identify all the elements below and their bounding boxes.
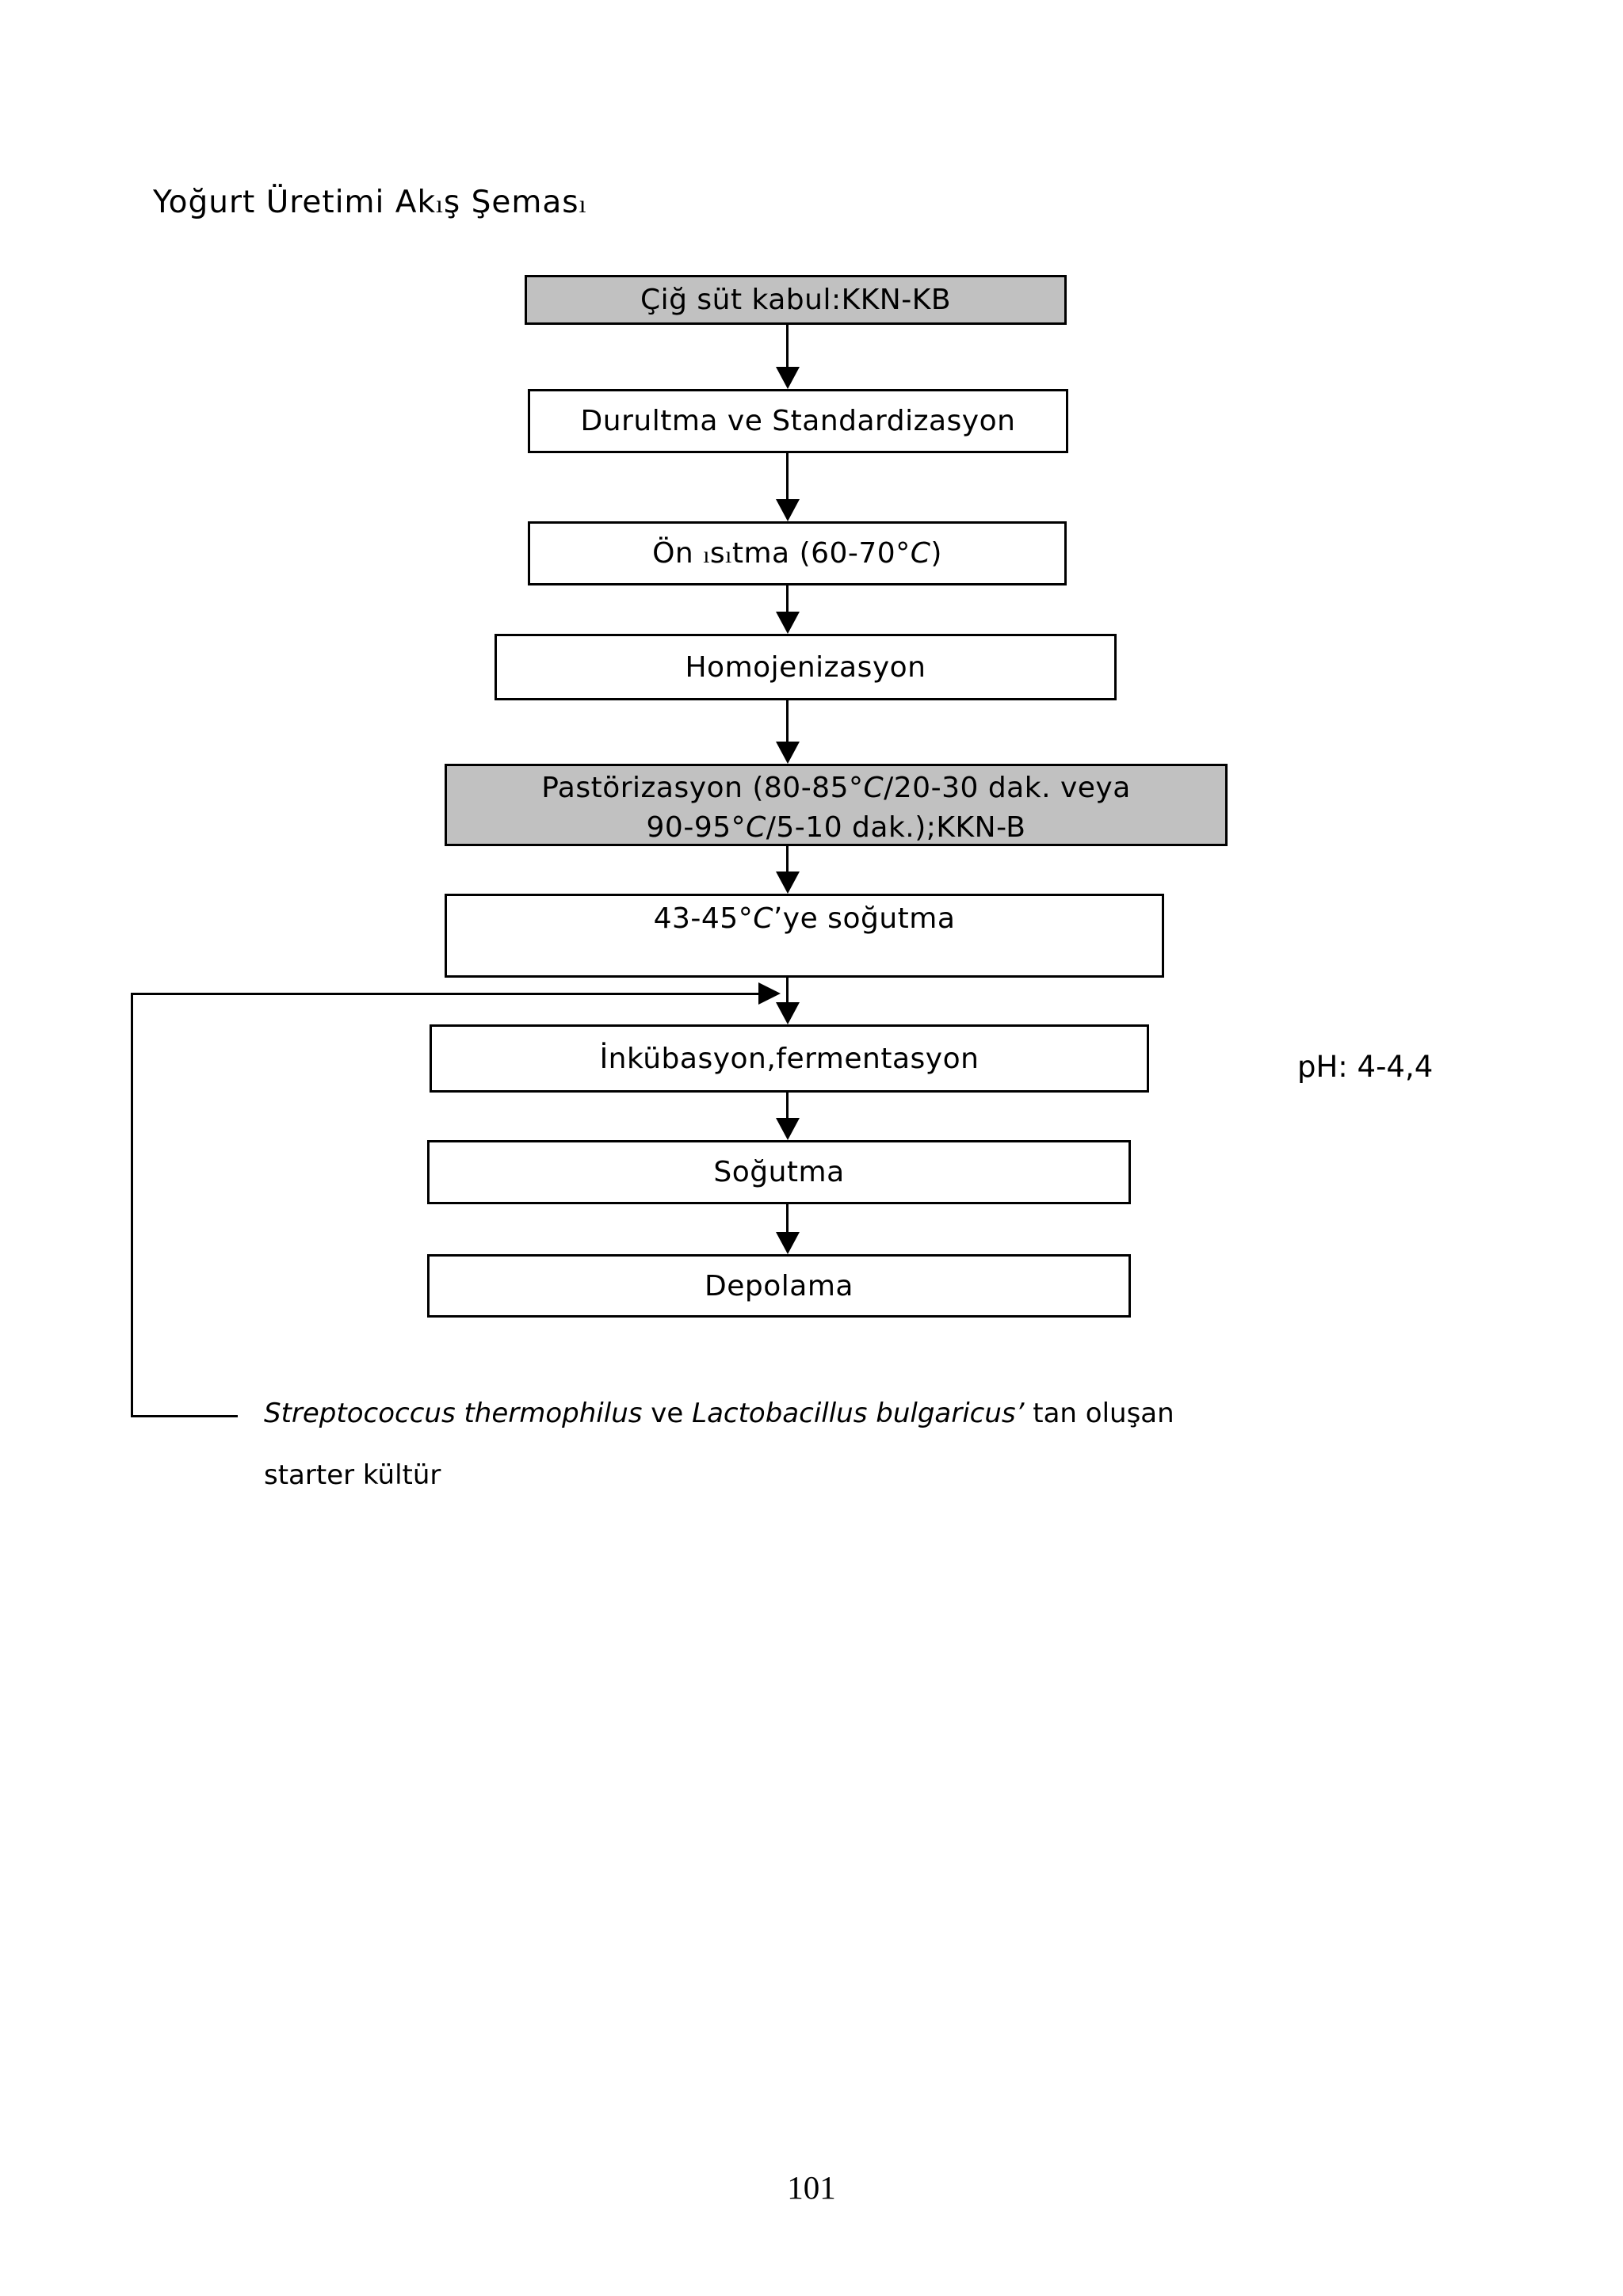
flow-connector — [786, 1204, 789, 1233]
label-dotless-i: ı — [703, 543, 710, 568]
flow-box-label: Homojenizasyon — [685, 650, 926, 684]
flow-connector — [786, 1093, 789, 1119]
label-dotless-i: ı — [725, 543, 732, 568]
flow-connector — [786, 325, 789, 369]
flow-connector — [786, 846, 789, 872]
flow-box-label: Ön ısıtma (60-70°C) — [652, 537, 942, 570]
loop-line-stub — [131, 1415, 238, 1417]
title-segment: Yoğurt Üretimi Ak — [153, 185, 437, 220]
label-segment: Pastörizasyon (80-85 — [541, 772, 849, 804]
flow-box-inkubasyon-fermentasyon: İnkübasyon,fermentasyon — [430, 1024, 1149, 1093]
title-dotless-i: ı — [579, 190, 587, 218]
flow-box-on-isitma: Ön ısıtma (60-70°C) — [528, 521, 1067, 585]
starter-note-line1: Streptococcus thermophilus ve Lactobacil… — [264, 1393, 1174, 1434]
label-segment: ) — [930, 537, 942, 570]
flow-connector — [786, 585, 789, 616]
arrow-down-icon — [776, 612, 800, 634]
arrow-down-icon — [776, 1118, 800, 1140]
flow-box-label: Durultma ve Standardizasyon — [580, 405, 1016, 437]
loop-line-vertical — [131, 993, 133, 1417]
flow-box-label: Çiğ süt kabul:KKN-KB — [640, 284, 952, 316]
label-segment: s — [709, 537, 726, 570]
ph-annotation: pH: 4-4,4 — [1297, 1050, 1434, 1084]
flow-box-label-line1: Pastörizasyon (80-85°C/20-30 dak. veya — [541, 769, 1131, 808]
label-segment: 90-95 — [646, 811, 731, 844]
arrow-down-icon — [776, 1232, 800, 1254]
flow-box-homojenizasyon: Homojenizasyon — [495, 634, 1117, 700]
arrow-down-icon — [776, 871, 800, 894]
note-segment: tan oluşan — [1024, 1398, 1174, 1429]
label-degc: °C — [738, 902, 773, 935]
title-segment: ş Şemas — [443, 185, 579, 220]
label-degc: °C — [731, 811, 766, 844]
flow-connector — [786, 978, 789, 1004]
flow-box-sogutma: Soğutma — [427, 1140, 1131, 1204]
title-dotless-i: ı — [436, 190, 444, 218]
flow-box-cig-sut-kabul: Çiğ süt kabul:KKN-KB — [525, 275, 1067, 325]
note-segment: ve — [642, 1398, 693, 1429]
flow-box-label: İnkübasyon,fermentasyon — [599, 1042, 980, 1075]
label-segment: tma (60-70 — [731, 537, 896, 570]
page-number: 101 — [787, 2169, 836, 2206]
label-segment: Ön — [652, 537, 704, 570]
starter-note-line2: starter kültür — [264, 1459, 441, 1491]
species-name: Streptococcus thermophilus — [264, 1398, 643, 1429]
flow-box-sogutma-43-45: 43-45°C’ye soğutma — [445, 894, 1164, 978]
flow-box-label: Depolama — [705, 1269, 854, 1302]
flow-box-label-line2: 90-95°C/5-10 dak.);KKN-B — [646, 808, 1026, 844]
flow-box-durultma-standardizasyon: Durultma ve Standardizasyon — [528, 389, 1068, 453]
arrow-down-icon — [776, 1002, 800, 1024]
flow-connector — [786, 700, 789, 743]
loop-line-horizontal — [131, 993, 758, 995]
label-segment: 43-45 — [653, 902, 739, 935]
label-segment: /5-10 dak.);KKN-B — [766, 811, 1026, 844]
flow-box-depolama: Depolama — [427, 1254, 1131, 1318]
page-title: Yoğurt Üretimi Akış Şeması — [153, 185, 587, 220]
label-degc: °C — [849, 772, 884, 804]
flow-box-pastorizasyon: Pastörizasyon (80-85°C/20-30 dak. veya 9… — [445, 764, 1228, 846]
flow-box-label: Soğutma — [713, 1156, 845, 1188]
flow-connector — [786, 453, 789, 501]
label-segment: /20-30 dak. veya — [884, 772, 1131, 804]
species-name: Lactobacillus bulgaricus’ — [692, 1398, 1025, 1429]
flow-box-label: 43-45°C’ye soğutma — [654, 902, 956, 935]
label-degc: °C — [896, 537, 931, 570]
starter-culture-note: Streptococcus thermophilus ve Lactobacil… — [264, 1393, 1174, 1496]
arrow-right-icon — [758, 982, 781, 1005]
arrow-down-icon — [776, 742, 800, 764]
arrow-down-icon — [776, 367, 800, 389]
label-segment: ’ye soğutma — [773, 902, 956, 935]
arrow-down-icon — [776, 499, 800, 521]
